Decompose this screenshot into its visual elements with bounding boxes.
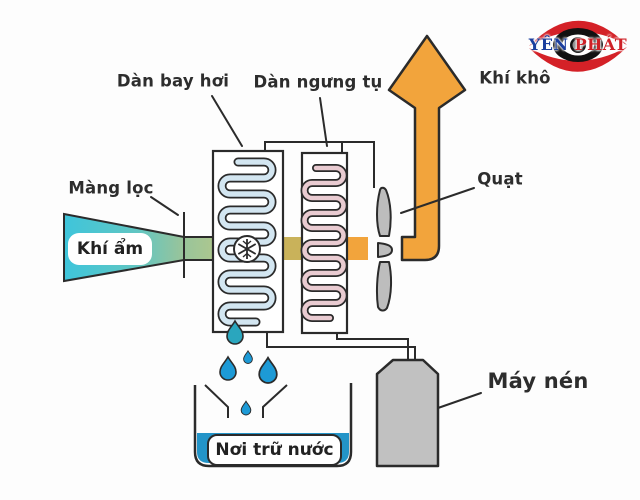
drip-funnel-right xyxy=(262,384,288,418)
label-compressor: Máy nén xyxy=(487,369,589,393)
refrigerant-top-pipe xyxy=(264,141,375,188)
refrigerant-bottom-pipe xyxy=(336,333,409,359)
label-water-tank: Nơi trữ nước xyxy=(207,434,342,466)
pointer-condenser xyxy=(319,97,328,147)
brand-logo: YÊN PHÁT xyxy=(528,35,628,54)
evaporator-unit xyxy=(211,149,285,334)
refrigerant-bottom-pipe-2 xyxy=(266,332,416,359)
condenser-unit xyxy=(300,151,349,335)
label-dry-air: Khí khô xyxy=(479,68,551,88)
condenser-coil-fill xyxy=(302,165,346,321)
pointer-lines xyxy=(150,95,482,409)
water-drop xyxy=(240,400,252,416)
pointer-fan xyxy=(400,187,475,214)
fan-blades xyxy=(375,186,393,312)
label-condenser: Dàn ngưng tụ xyxy=(253,72,383,92)
water-drop xyxy=(258,355,278,384)
logo-eye-icon xyxy=(529,20,627,72)
brand-name-red: PHÁT xyxy=(574,35,628,54)
pointer-evaporator xyxy=(211,95,243,147)
water-tank-walls xyxy=(193,383,353,468)
label-filter: Màng lọc xyxy=(68,178,154,198)
water-drop xyxy=(243,349,253,364)
dry-air-arrow-up-icon xyxy=(387,34,467,262)
water-drops xyxy=(219,319,278,416)
water-drop xyxy=(226,319,244,345)
airflow-band-out xyxy=(347,237,368,260)
compressor-tank xyxy=(375,358,440,468)
label-evaporator: Dàn bay hơi xyxy=(116,71,230,91)
airflow-band-mid xyxy=(283,237,302,260)
label-humid-air: Khí ẩm xyxy=(68,233,152,265)
snowflake-icon xyxy=(233,235,261,263)
brand-name-blue: YÊN xyxy=(528,35,569,54)
pointer-compressor xyxy=(437,392,482,409)
label-fan: Quạt xyxy=(477,169,523,189)
pointer-filter xyxy=(150,196,179,216)
drip-funnel-left xyxy=(204,384,229,418)
water-drop xyxy=(219,355,237,381)
